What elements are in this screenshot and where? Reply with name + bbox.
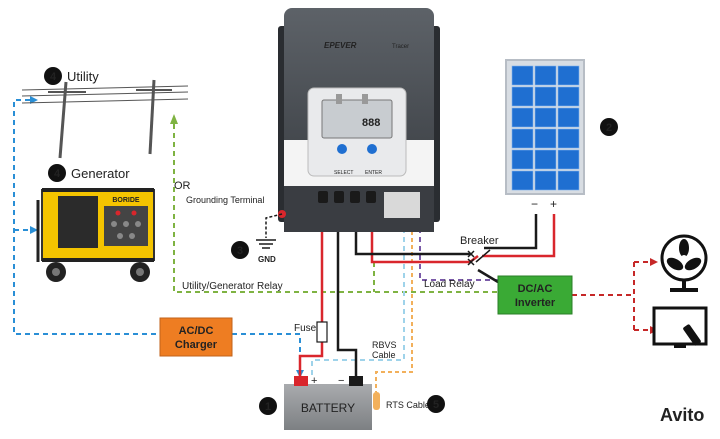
utility-pole-icon <box>21 79 189 159</box>
solar-panel-icon <box>505 59 585 195</box>
solar-number-badge <box>600 118 618 136</box>
utility-number-badge <box>44 67 62 85</box>
rbvs-dashed-line <box>311 210 405 378</box>
rts-probe-icon <box>373 392 380 410</box>
generator-number: 4 <box>54 168 61 180</box>
ground-number-badge <box>231 241 249 259</box>
charge-controller <box>278 8 440 232</box>
charger-label-2: Charger <box>175 339 218 351</box>
tv-icon <box>652 306 708 348</box>
generator-icon <box>36 188 155 282</box>
controller-model: Tracer <box>392 44 409 50</box>
battery-plus: + <box>311 375 317 387</box>
load-relay-label: Load Relay <box>424 279 475 290</box>
ground-wire <box>265 213 283 238</box>
battery-minus: − <box>338 375 344 387</box>
gnd-label: GND <box>258 255 276 264</box>
rts-label: RTS Cable <box>386 400 430 410</box>
or-label: OR <box>174 180 191 192</box>
charger-label-1: AC/DC <box>179 325 214 337</box>
controller-select-label: SELECT <box>334 170 353 176</box>
utility-label: Utility <box>67 69 99 84</box>
arrow-to-utility <box>30 96 38 104</box>
watermark: Avito <box>660 405 704 425</box>
battery-icon <box>284 376 372 430</box>
inverter-label-2: Inverter <box>515 297 556 309</box>
relay-line-label: Utility/Generator Relay <box>182 281 283 292</box>
ground-number: 3 <box>237 245 243 257</box>
breaker-switch <box>467 249 491 266</box>
rts-number: 5 <box>433 399 439 411</box>
grounding-terminal-label: Grounding Terminal <box>186 195 264 205</box>
charger-box <box>159 317 233 357</box>
controller-display-value: 888 <box>362 117 380 129</box>
fuse-icon <box>316 321 328 343</box>
battery-number-badge <box>259 397 277 415</box>
generator-label: Generator <box>71 166 130 181</box>
load-relay-dashed-line <box>419 210 498 281</box>
inverter-output-dashed-line <box>572 261 652 331</box>
solar-minus-label: − <box>531 197 538 211</box>
inverter-label-1: DC/AC <box>518 283 553 295</box>
rbvs-label-2: Cable <box>372 350 396 360</box>
solar-plus-label: + <box>550 197 557 211</box>
arrow-relay-up <box>170 114 178 124</box>
rts-dashed-line <box>375 210 413 392</box>
generator-number-badge <box>48 164 66 182</box>
generator-brand: BORIDE <box>112 197 140 204</box>
breaker-label: Breaker <box>460 235 499 247</box>
solar-number: 2 <box>606 122 612 134</box>
inverter-box <box>497 275 573 315</box>
utility-number: 4 <box>50 71 57 83</box>
arrow-to-generator <box>30 226 38 234</box>
controller-enter-label: ENTER <box>365 170 382 176</box>
fuse-label: Fuse <box>294 323 317 334</box>
fan-icon <box>660 234 708 292</box>
rts-number-badge <box>427 395 445 413</box>
arrow-to-fan <box>650 258 658 266</box>
relay-dashed-line <box>173 124 498 293</box>
battery-label: BATTERY <box>301 401 355 415</box>
ground-icon <box>256 239 276 249</box>
battery-number: 1 <box>265 401 271 413</box>
rbvs-label-1: RBVS <box>372 340 397 350</box>
controller-brand: EPEVER <box>324 41 357 50</box>
